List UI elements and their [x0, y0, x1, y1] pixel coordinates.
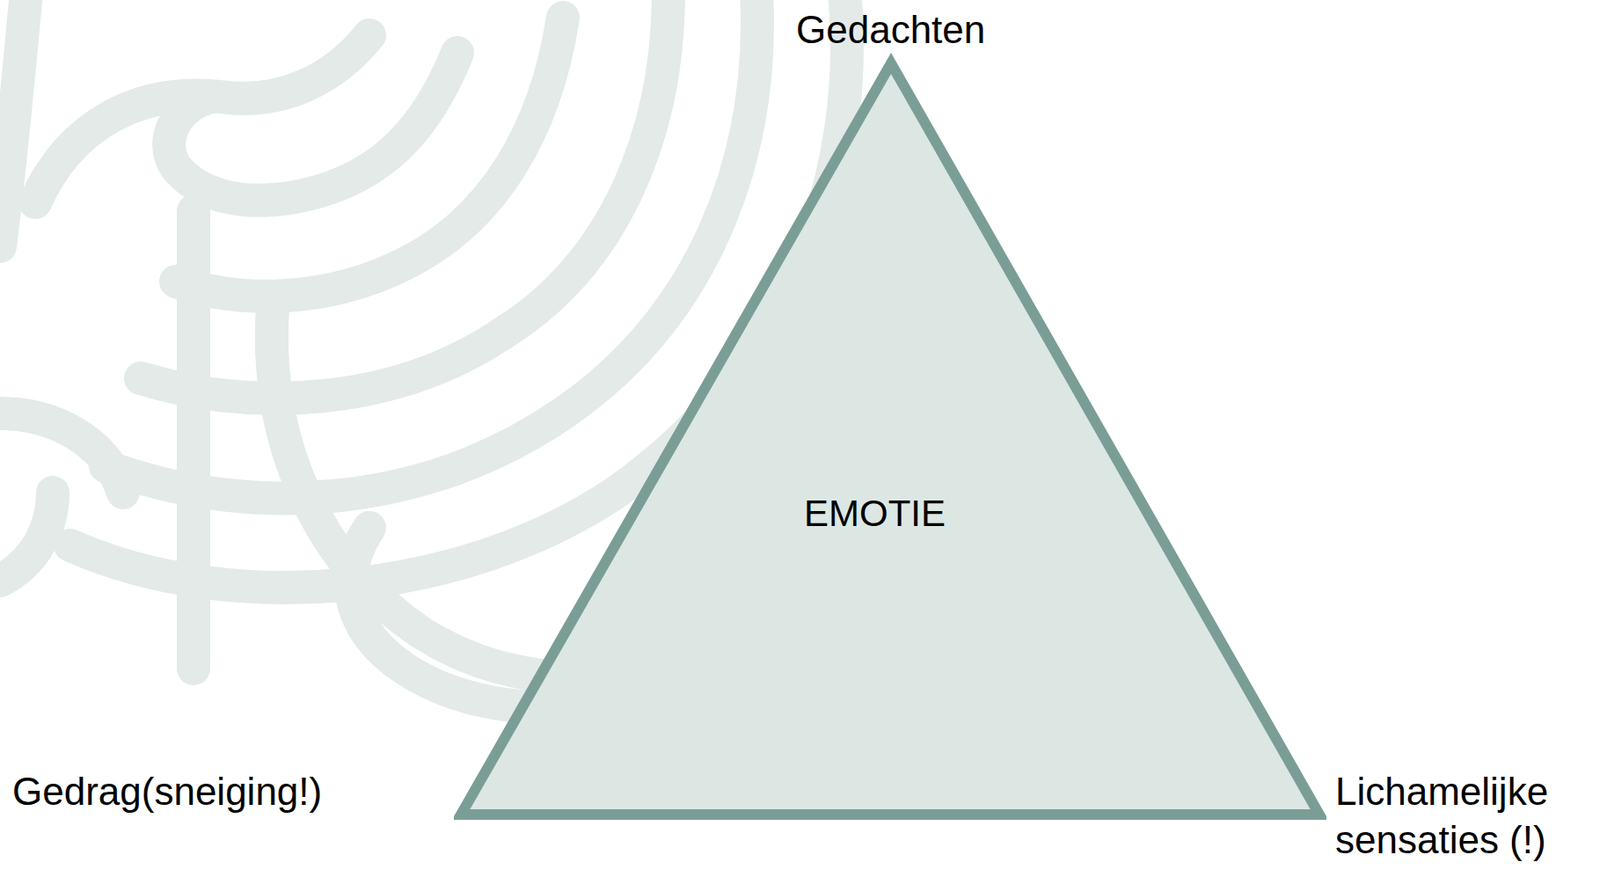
emotion-triangle: EMOTIE: [453, 52, 1327, 824]
labyrinth-path: [0, 492, 53, 581]
triangle-shape: [453, 52, 1327, 824]
labyrinth-path: [176, 211, 211, 669]
emotion-label: EMOTIE: [803, 491, 946, 536]
triangle-outline: [460, 63, 1320, 815]
labyrinth-path: [35, 35, 370, 203]
labyrinth-path: [0, 0, 27, 247]
vertex-label: Lichamelijke sensaties (!): [1335, 767, 1593, 864]
vertex-label: Gedrag(sneiging!): [12, 767, 322, 816]
vertex-label: Gedachten: [796, 5, 986, 54]
labyrinth-path: [140, 0, 669, 399]
